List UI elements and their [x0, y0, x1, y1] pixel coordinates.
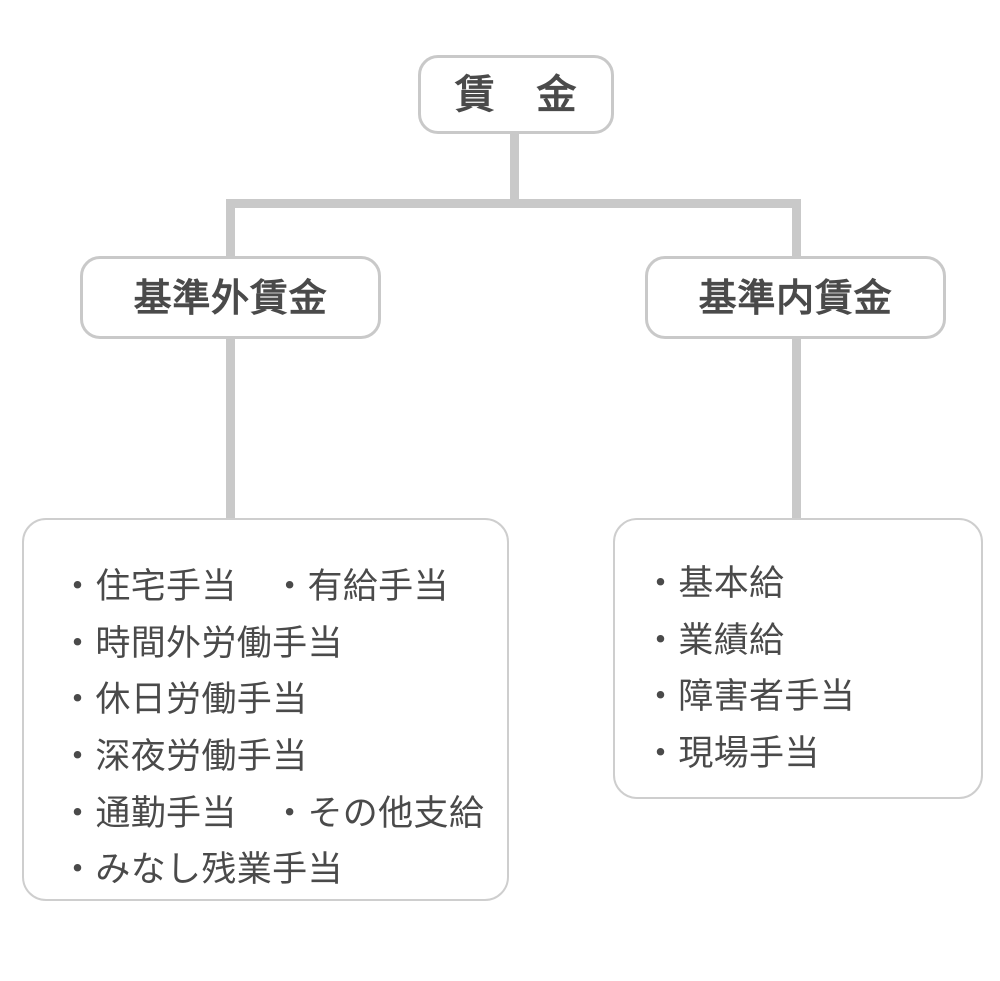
list-box-standard-wage: ・基本給 ・業績給 ・障害者手当 ・現場手当	[613, 518, 983, 799]
list-item: ・住宅手当 ・有給手当	[60, 567, 449, 607]
list-item: ・深夜労働手当	[60, 737, 308, 778]
node-non-standard-wage-label: 基準外賃金	[133, 275, 328, 320]
list-item: ・業績給	[643, 620, 785, 661]
node-root-wage[interactable]: 賃 金	[418, 55, 614, 134]
node-non-standard-wage[interactable]: 基準外賃金	[80, 256, 381, 339]
standard-wage-item-list: ・基本給 ・業績給 ・障害者手当 ・現場手当	[615, 520, 981, 783]
list-item: ・現場手当	[643, 734, 820, 775]
connector-to-hijun-gai	[226, 199, 235, 261]
node-root-label: 賃 金	[454, 71, 578, 118]
list-item: ・時間外労働手当	[60, 623, 343, 664]
list-item: ・基本給	[643, 564, 785, 604]
list-item: ・休日労働手当	[60, 680, 308, 721]
list-item: ・障害者手当	[643, 677, 856, 718]
connector-hijun-gai-to-list	[226, 336, 235, 522]
non-standard-wage-item-list: ・住宅手当 ・有給手当 ・時間外労働手当 ・休日労働手当 ・深夜労働手当 ・通勤…	[24, 520, 507, 899]
connector-hijun-nai-to-list	[792, 336, 801, 522]
connector-horizontal-bar	[226, 199, 801, 208]
node-standard-wage[interactable]: 基準内賃金	[645, 256, 946, 339]
list-item: ・通勤手当 ・その他支給	[60, 793, 485, 834]
node-standard-wage-label: 基準内賃金	[698, 275, 893, 320]
connector-root-stem	[510, 133, 519, 203]
list-item: ・みなし残業手当	[60, 850, 343, 891]
list-box-non-standard-wage: ・住宅手当 ・有給手当 ・時間外労働手当 ・休日労働手当 ・深夜労働手当 ・通勤…	[22, 518, 509, 901]
connector-to-hijun-nai	[792, 199, 801, 261]
